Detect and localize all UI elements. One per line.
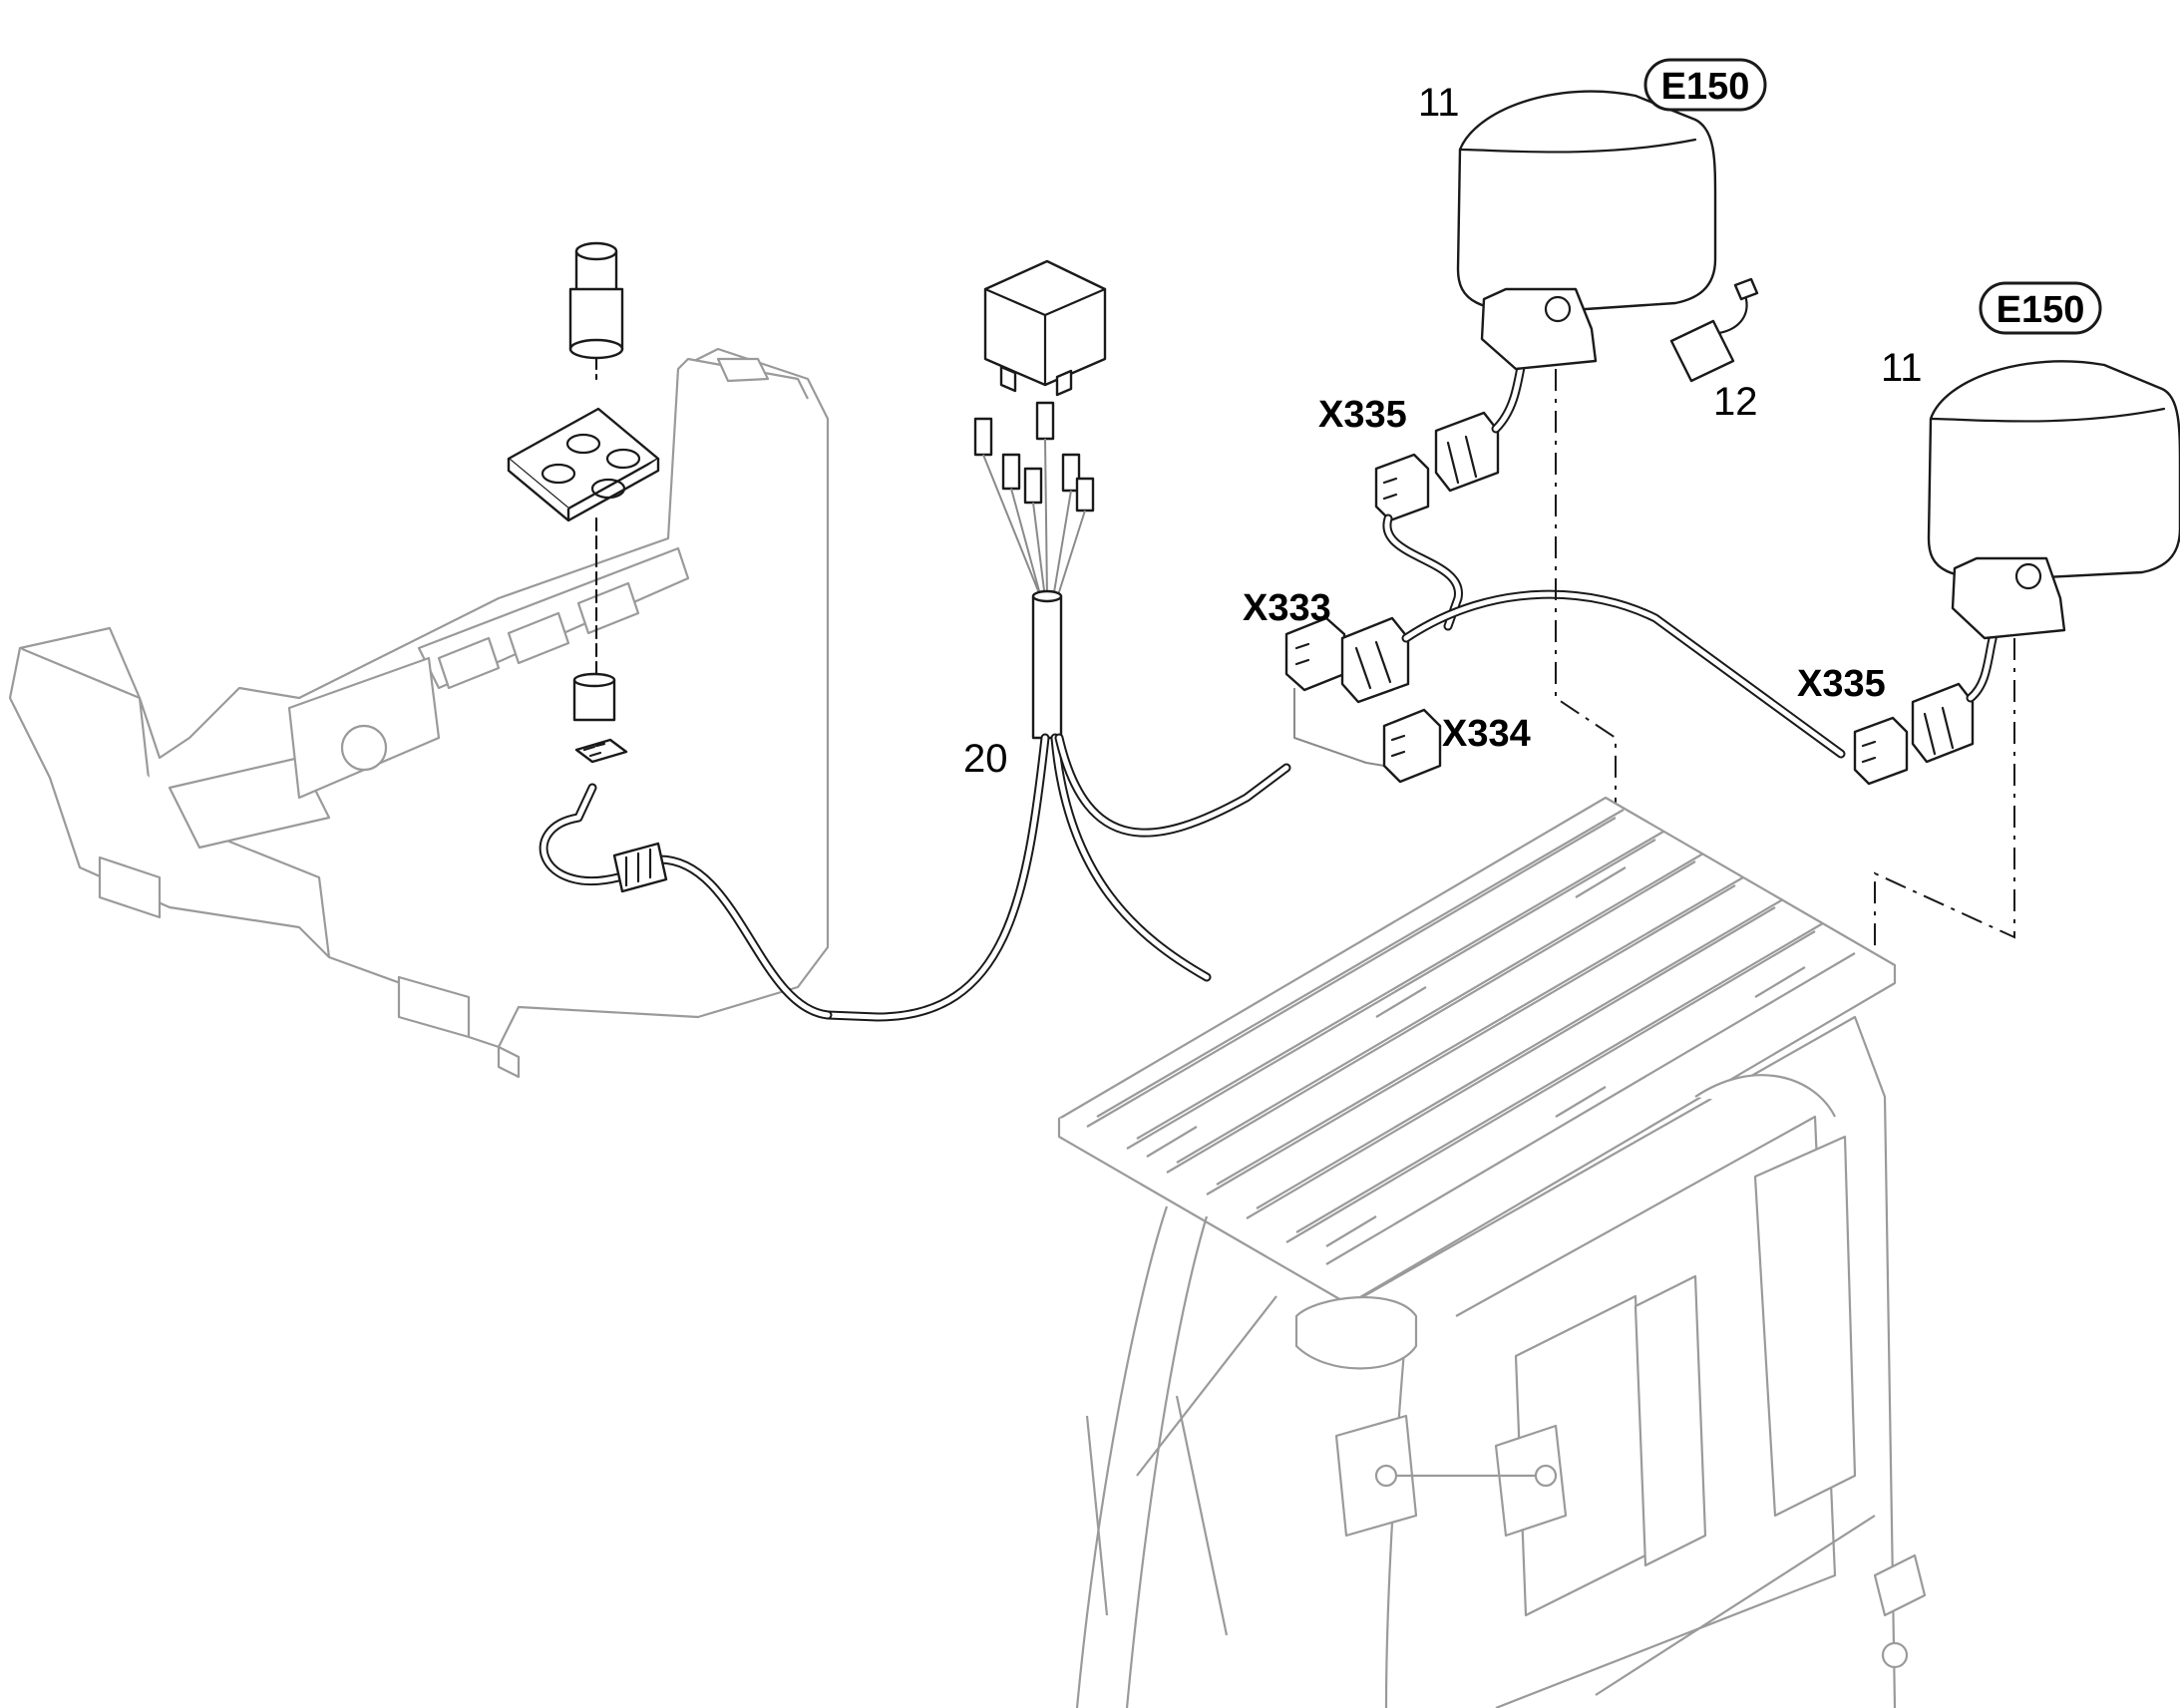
lamp-left-number: 11 (1418, 81, 1460, 125)
connector-x335-top-label: X335 (1318, 394, 1407, 436)
badge-left: E150 (1643, 58, 1767, 112)
cab-body (1075, 1015, 1927, 1708)
harness-number: 20 (963, 737, 1008, 781)
cab-roof-guard (1057, 796, 1897, 1306)
badge-right: E150 (1979, 281, 2102, 335)
leader-line-right (1874, 638, 2015, 977)
badge-right-text: E150 (1997, 289, 2085, 331)
connector-x333 (1284, 616, 1410, 769)
harness-20 (539, 589, 1291, 1022)
harness-connector-console (612, 842, 668, 893)
connector-x335-top (1374, 314, 1541, 631)
relay (983, 259, 1107, 397)
operator-console (8, 347, 830, 1079)
switch-panel (507, 407, 660, 680)
lamp-right-number: 11 (1881, 346, 1923, 390)
work-lamp-right (1927, 360, 2180, 640)
harness-main-run (1401, 589, 1846, 759)
switch-connector (572, 672, 628, 764)
connector-x334-label: X334 (1442, 713, 1531, 755)
bulb-12 (1669, 277, 1759, 383)
bulb-number: 12 (1713, 380, 1758, 424)
connector-x333-label: X333 (1243, 587, 1331, 629)
connector-x335-right-label: X335 (1797, 663, 1886, 705)
work-lamp-left (1456, 90, 1717, 371)
relay-terminals (973, 401, 1095, 599)
rocker-switch (568, 241, 624, 381)
badge-left-text: E150 (1661, 66, 1750, 108)
connector-x334 (1382, 708, 1442, 784)
